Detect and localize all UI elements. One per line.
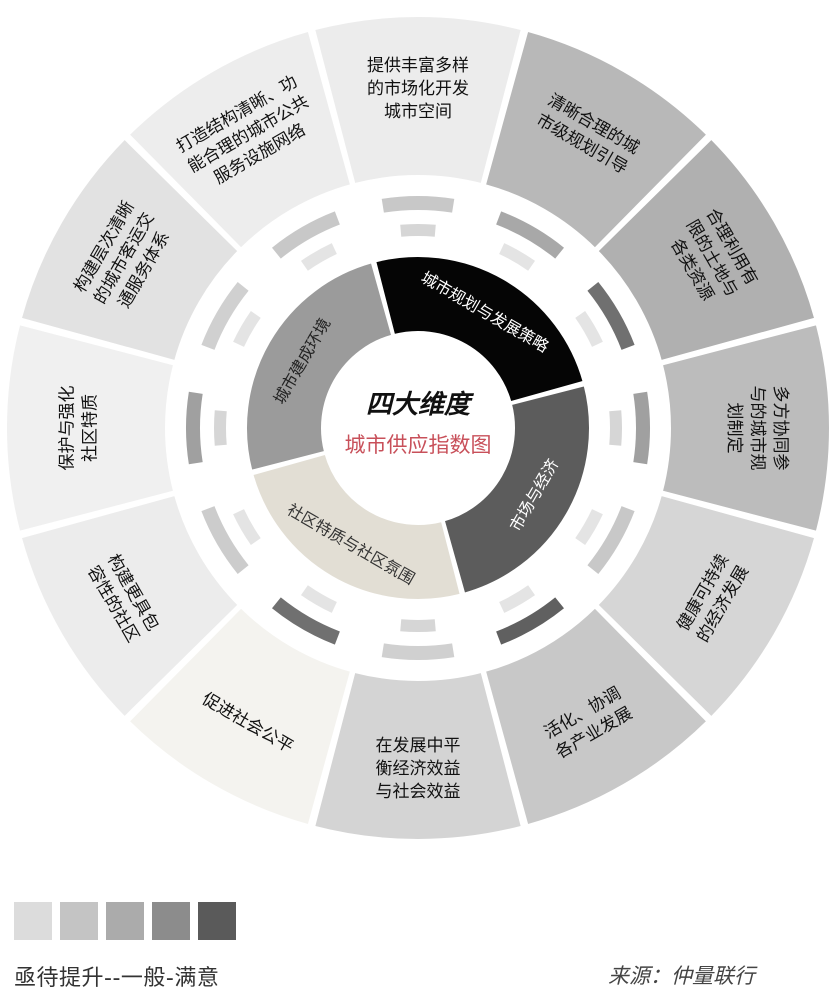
- score-arc-inner: [575, 509, 603, 546]
- score-arc: [201, 506, 249, 575]
- score-arc: [381, 196, 455, 213]
- score-arc-inner: [300, 585, 337, 613]
- indicator-label: 多方协同参与的城市规划制定: [724, 386, 790, 471]
- indicator-sector: [660, 322, 831, 534]
- score-arc: [633, 391, 650, 465]
- score-arc-inner: [609, 410, 622, 446]
- legend-swatch: [198, 902, 236, 940]
- score-arc-inner: [400, 224, 436, 237]
- score-arc-inner: [233, 509, 261, 546]
- score-arc: [587, 506, 635, 575]
- score-arc-inner: [499, 585, 536, 613]
- score-arc-inner: [214, 410, 227, 446]
- score-arc: [186, 391, 203, 465]
- score-arc: [587, 281, 635, 350]
- score-arc: [271, 597, 340, 645]
- supply-index-diagram: 提供丰富多样的市场化开发城市空间清晰合理的城市级规划引导合理利用有限的土地与各类…: [5, 15, 831, 841]
- score-arc: [496, 211, 565, 259]
- center-disc: [322, 332, 514, 524]
- score-arc-inner: [300, 243, 337, 271]
- legend-swatch: [60, 902, 98, 940]
- score-arc: [271, 211, 340, 259]
- indicator-label: 保护与强化社区特质: [57, 386, 100, 471]
- score-arc-inner: [499, 243, 536, 271]
- indicator-label: 提供丰富多样的市场化开发城市空间: [367, 56, 469, 122]
- score-arc-ring: [186, 196, 650, 660]
- score-arc: [201, 281, 249, 350]
- legend: [14, 902, 236, 940]
- indicator-label: 在发展中平衡经济效益与社会效益: [376, 736, 461, 802]
- score-arc-inner: [233, 310, 261, 347]
- legend-label: 亟待提升--一般-满意: [14, 966, 220, 991]
- legend-swatch: [152, 902, 190, 940]
- source-credit: 来源：仲量联行: [608, 964, 755, 988]
- legend-swatch: [14, 902, 52, 940]
- legend-swatch: [106, 902, 144, 940]
- center-title: 四大维度: [366, 390, 475, 420]
- score-arc: [496, 597, 565, 645]
- score-arc: [381, 643, 455, 660]
- score-arc-inner: [400, 619, 436, 632]
- score-arc-inner: [575, 310, 603, 347]
- center-label: 四大维度 城市供应指数图: [345, 390, 492, 457]
- indicator-sector: [312, 15, 524, 186]
- center-subtitle: 城市供应指数图: [345, 433, 492, 457]
